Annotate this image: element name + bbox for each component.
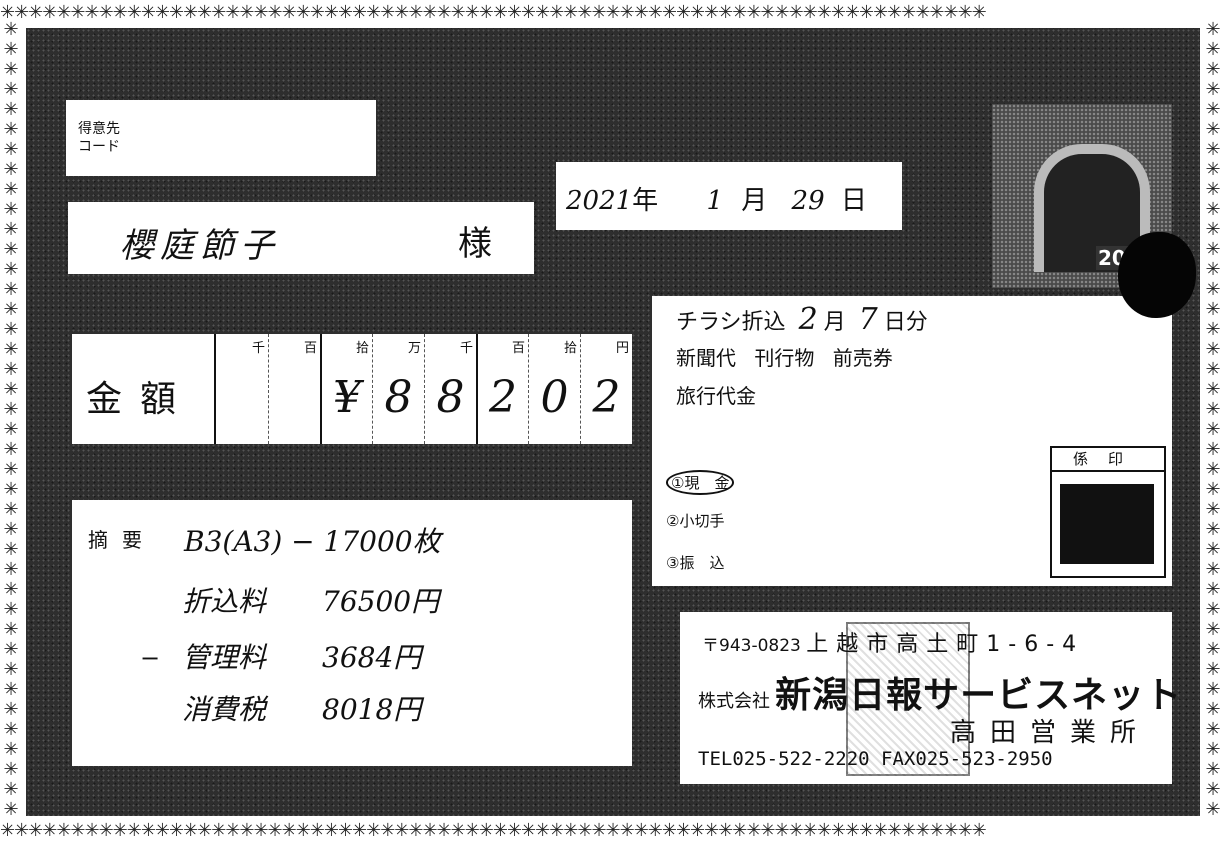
summary-row: 折込料 76500円	[182, 580, 439, 620]
travel-line: 旅行代金	[676, 384, 756, 408]
amount-unit: 拾	[355, 341, 369, 356]
date-month-unit: 月	[741, 186, 768, 216]
amount-unit: 千	[459, 341, 473, 356]
seal-label: 係印	[1052, 448, 1164, 472]
recipient-suffix: 様	[458, 224, 492, 264]
summary-row-value: 76500円	[322, 585, 440, 618]
postal-code: 〒943-0823	[702, 636, 801, 656]
amount-digit: 0	[540, 372, 569, 423]
amount-digit: ¥	[333, 372, 361, 423]
amount-digit: 8	[436, 372, 465, 423]
flyer-day: 7	[858, 302, 878, 337]
summary-row-label: 折込料	[182, 585, 267, 618]
company-type: 株式会社	[698, 691, 770, 712]
selected-mark: ①現 金	[666, 470, 735, 495]
date-year: 2021	[566, 186, 633, 216]
company-box: 〒943-0823 上越市高土町1-6-4 株式会社 新潟日報サービスネット 高…	[680, 612, 1181, 784]
recipient-name: 櫻庭節子	[120, 226, 280, 266]
arch-icon	[1034, 144, 1150, 272]
date-box: 2021年 1 月 29 日	[556, 162, 902, 230]
amount-unit: 百	[303, 341, 317, 356]
date-day-unit: 日	[840, 186, 867, 216]
amount-unit: 百	[511, 341, 525, 356]
date-month: 1	[706, 186, 723, 216]
summary-dash: −	[140, 644, 161, 672]
flyer-prefix: チラシ折込	[676, 310, 786, 335]
amount-unit: 万	[407, 341, 421, 356]
address-city: 上越市高土町1-6-4	[806, 632, 1085, 657]
summary-row-label: 管理料	[182, 641, 267, 674]
decorative-border-right: ✳✳✳✳✳✳✳✳✳✳✳✳✳✳✳✳✳✳✳✳✳✳✳✳✳✳✳✳✳✳✳✳✳✳✳✳✳✳✳✳…	[1205, 20, 1221, 820]
decorative-border-left: ✳✳✳✳✳✳✳✳✳✳✳✳✳✳✳✳✳✳✳✳✳✳✳✳✳✳✳✳✳✳✳✳✳✳✳✳✳✳✳✳…	[3, 20, 19, 820]
summary-label: 摘要	[88, 528, 156, 552]
seal-redaction	[1060, 484, 1154, 564]
date-day: 29	[791, 186, 825, 216]
company-stamp	[846, 622, 970, 776]
amount-cell: 百	[268, 334, 320, 444]
payment-method-transfer: ③振 込	[666, 554, 725, 572]
company-branch: 高田営業所	[949, 718, 1150, 748]
amount-cell: 千	[216, 334, 268, 444]
company-name: 新潟日報サービスネット	[775, 675, 1183, 716]
payment-method-cash: ①現 金	[666, 470, 740, 495]
date-year-unit: 年	[632, 186, 659, 216]
decorative-border-bottom: ✳✳✳✳✳✳✳✳✳✳✳✳✳✳✳✳✳✳✳✳✳✳✳✳✳✳✳✳✳✳✳✳✳✳✳✳✳✳✳✳…	[0, 820, 987, 841]
decorative-border-top: ✳✳✳✳✳✳✳✳✳✳✳✳✳✳✳✳✳✳✳✳✳✳✳✳✳✳✳✳✳✳✳✳✳✳✳✳✳✳✳✳…	[0, 2, 987, 23]
company-name-line: 株式会社 新潟日報サービスネット	[698, 666, 1182, 718]
customer-code-label: 得意先 コード	[78, 121, 120, 155]
company-address: 〒943-0823 上越市高土町1-6-4	[702, 626, 1084, 658]
summary-row-value: 3684円	[322, 641, 422, 674]
company-phone-fax: TEL025-522-2220 FAX025-523-2950	[698, 748, 1053, 770]
payment-method-check: ②小切手	[666, 512, 725, 530]
summary-row: 消費税 8018円	[182, 688, 421, 728]
flyer-day-unit: 日分	[883, 310, 928, 335]
category-line: 新聞代 刊行物 前売券	[676, 346, 893, 370]
amount-unit: 千	[251, 341, 265, 356]
summary-row-label: 消費税	[182, 693, 267, 726]
ink-blot	[1118, 232, 1196, 318]
customer-code-box: 得意先 コード	[66, 100, 376, 176]
seal-box: 係印	[1050, 446, 1166, 578]
amount-cell: 拾¥	[320, 334, 372, 444]
flyer-month-unit: 月	[823, 310, 846, 335]
amount-unit: 円	[615, 341, 629, 356]
summary-first-line: B3(A3) − 17000枚	[184, 525, 441, 558]
summary-row: 管理料 3684円	[182, 636, 421, 676]
amount-digit: 2	[489, 372, 517, 423]
summary-row-value: 8018円	[322, 693, 422, 726]
amount-unit: 拾	[563, 341, 577, 356]
flyer-month: 2	[798, 302, 818, 337]
amount-digit: 2	[592, 372, 621, 423]
recipient-box: 櫻庭節子 様	[68, 202, 534, 274]
amount-label: 金額	[86, 379, 195, 420]
amount-digit: 8	[384, 372, 413, 423]
